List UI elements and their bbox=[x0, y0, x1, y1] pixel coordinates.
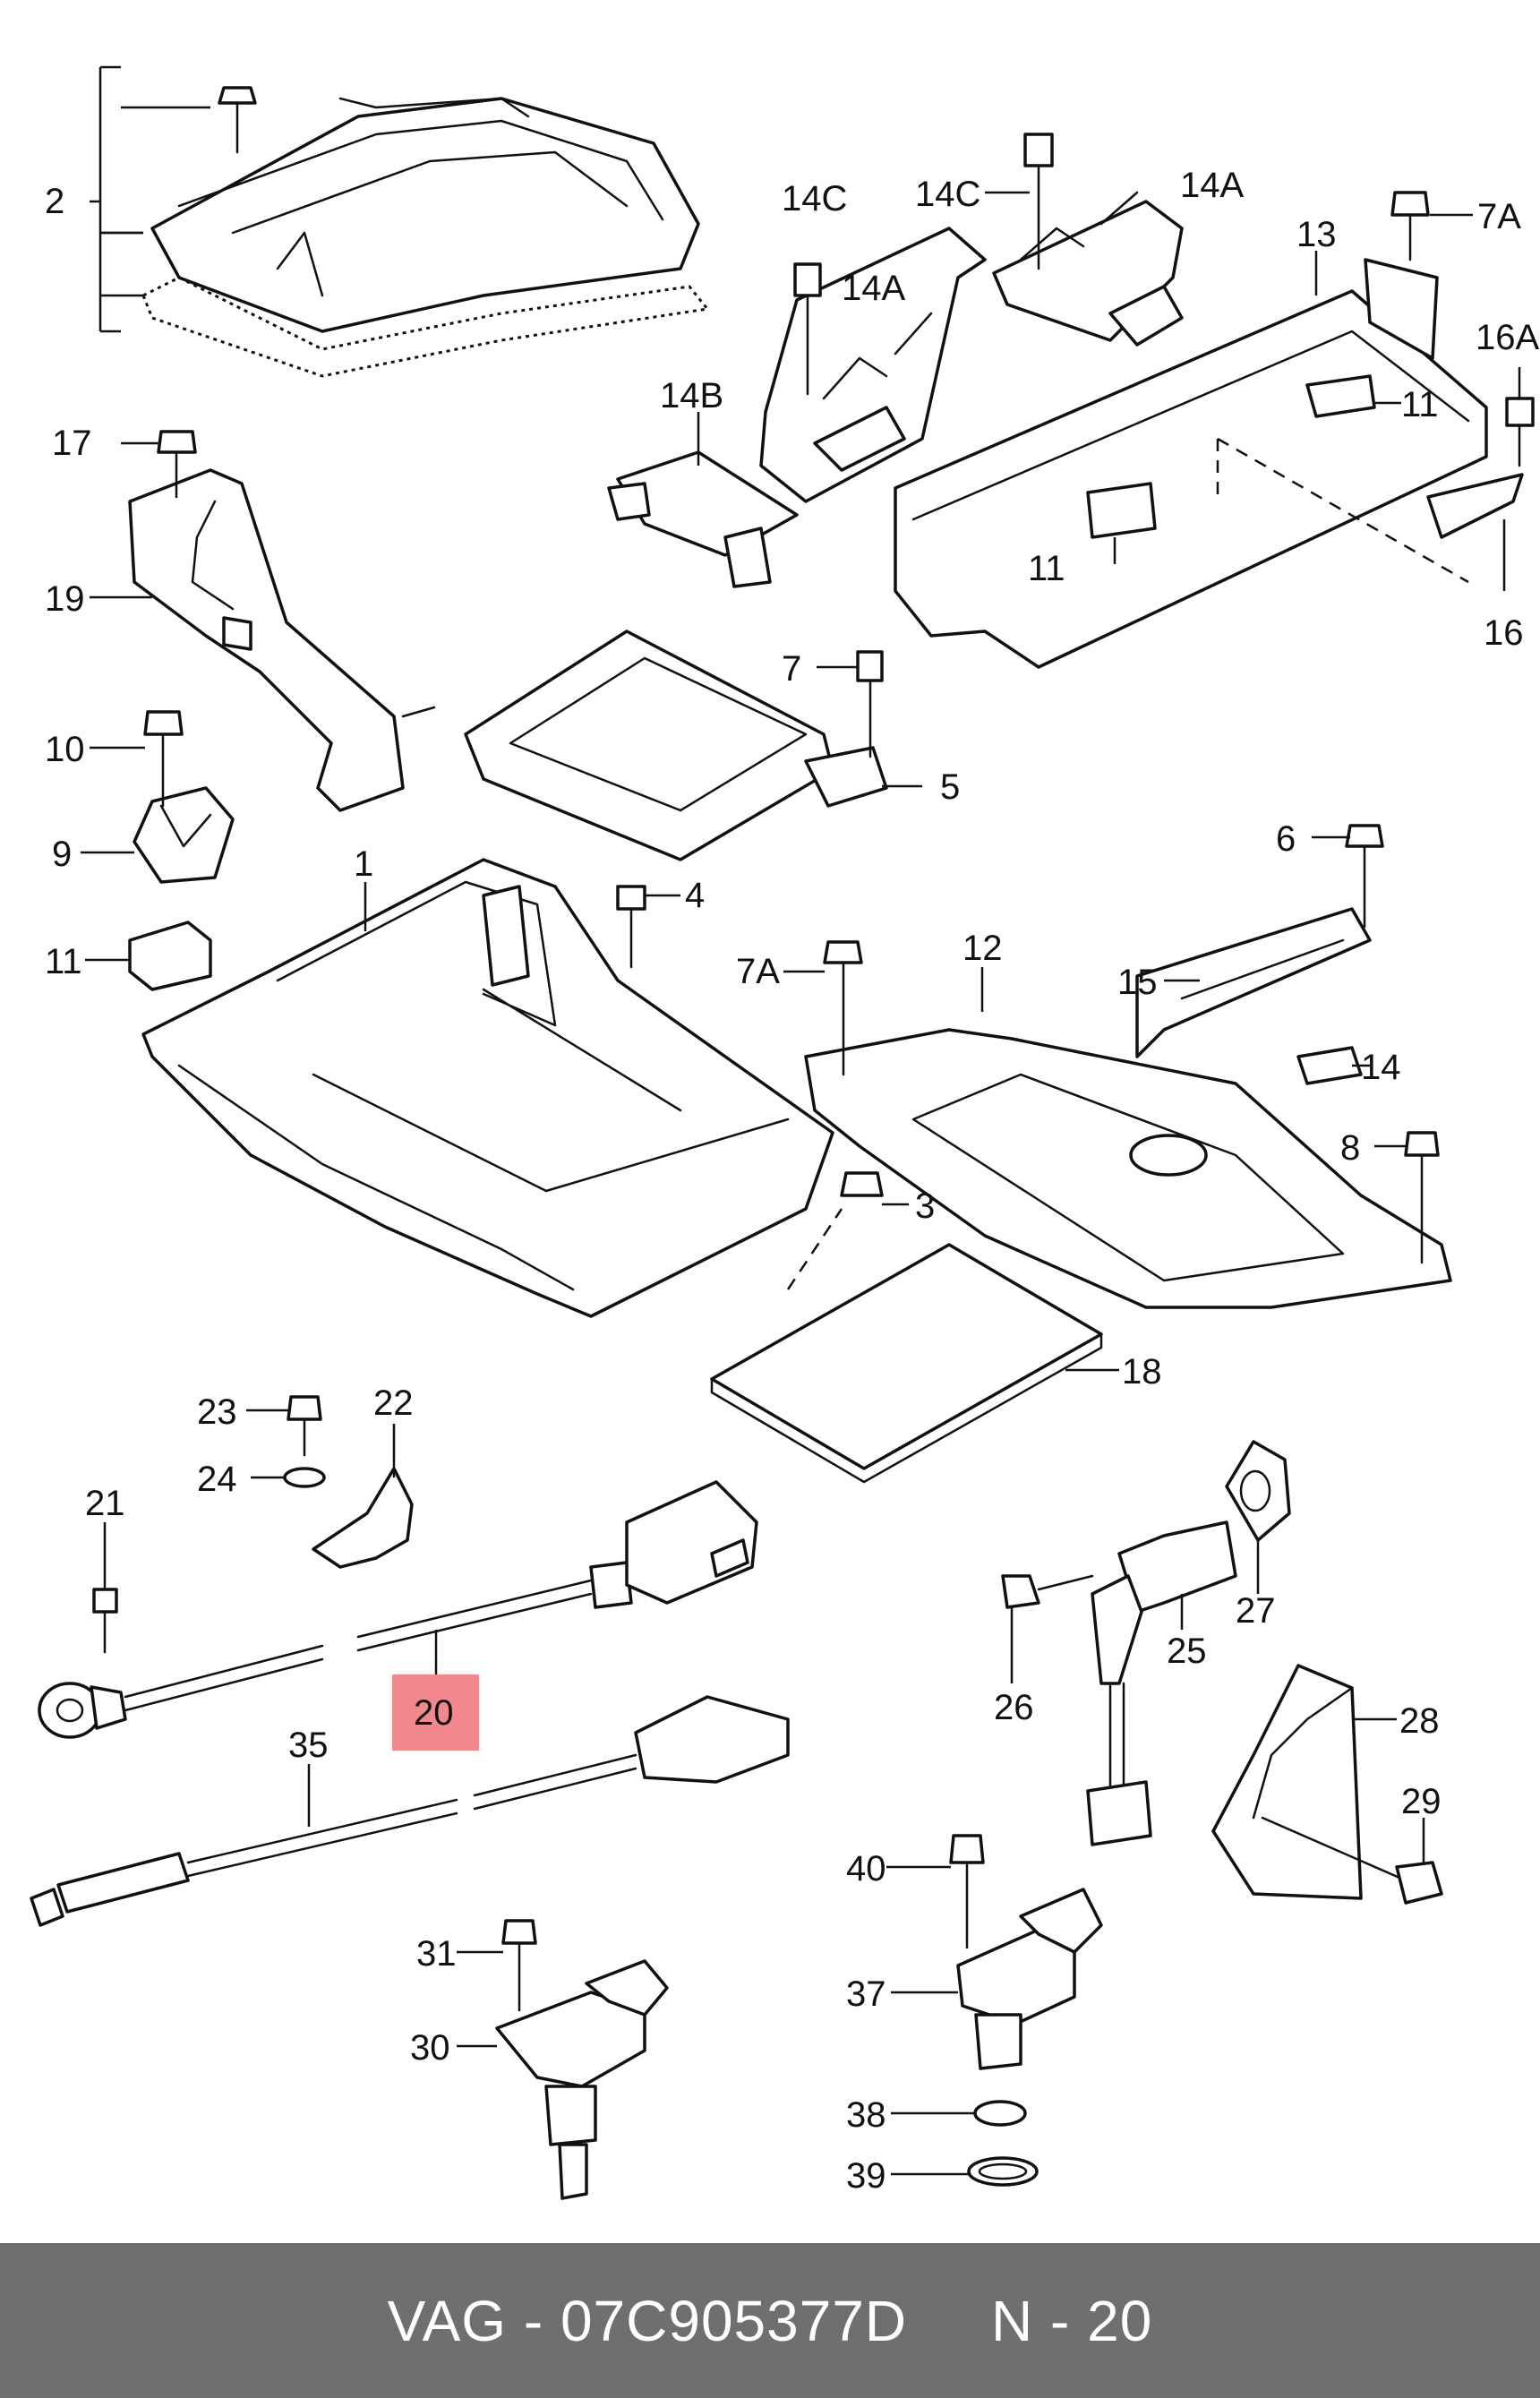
part-9-clip bbox=[81, 710, 235, 884]
label-7a-b: 7A bbox=[736, 952, 780, 991]
part-37-pressure-sensor bbox=[886, 1834, 1103, 2187]
label-8: 8 bbox=[1340, 1128, 1360, 1168]
bolts-top-right bbox=[1390, 191, 1535, 591]
part-18-pad bbox=[710, 1243, 1119, 1484]
label-24: 24 bbox=[197, 1460, 237, 1499]
label-17: 17 bbox=[52, 424, 92, 463]
label-22: 22 bbox=[373, 1383, 414, 1423]
label-14b: 14B bbox=[660, 376, 723, 415]
part-20-knock-sensor bbox=[38, 1480, 758, 1739]
label-7: 7 bbox=[782, 649, 801, 689]
label-27: 27 bbox=[1236, 1591, 1276, 1631]
part-11-block bbox=[85, 921, 212, 991]
label-11-c: 11 bbox=[45, 942, 82, 981]
part-12-tray bbox=[783, 824, 1452, 1309]
part-25-speed-sensor bbox=[1001, 1440, 1291, 1846]
label-14a-b: 14A bbox=[842, 269, 905, 308]
label-13: 13 bbox=[1296, 215, 1337, 254]
label-16a: 16A bbox=[1476, 318, 1539, 357]
part-22-bracket bbox=[246, 1395, 414, 1569]
label-29: 29 bbox=[1401, 1782, 1442, 1821]
label-12: 12 bbox=[962, 929, 1003, 968]
label-6: 6 bbox=[1276, 819, 1296, 859]
footer-part-reference: VAG - 07C905377D N - 20 bbox=[387, 2288, 1153, 2353]
part-30-sensor bbox=[457, 1919, 669, 2200]
label-2: 2 bbox=[45, 182, 64, 221]
part-13-bracket bbox=[894, 251, 1524, 669]
label-39: 39 bbox=[846, 2156, 886, 2196]
label-30: 30 bbox=[410, 2028, 450, 2068]
label-11-b: 11 bbox=[1028, 549, 1065, 588]
label-16: 16 bbox=[1484, 613, 1524, 653]
label-23: 23 bbox=[197, 1392, 237, 1432]
part-2-ecu-cover bbox=[90, 65, 710, 378]
part-1-housing bbox=[141, 858, 834, 1318]
parts-diagram: 2 14C 14C 14A 14A 13 7A 16A 11 11 16 14B… bbox=[30, 65, 1539, 2200]
label-10: 10 bbox=[45, 730, 85, 769]
label-38: 38 bbox=[846, 2095, 886, 2135]
label-31: 31 bbox=[416, 1934, 457, 1974]
label-20: 20 bbox=[414, 1693, 454, 1733]
label-25: 25 bbox=[1167, 1631, 1207, 1671]
label-35: 35 bbox=[288, 1726, 329, 1765]
part-14B-relay-plate bbox=[607, 412, 799, 588]
label-5: 5 bbox=[940, 767, 960, 807]
label-37: 37 bbox=[846, 1974, 886, 2014]
label-14: 14 bbox=[1361, 1048, 1401, 1087]
label-14c-b: 14C bbox=[915, 175, 980, 214]
part-35-lambda-probe bbox=[30, 1695, 790, 1927]
part-14-relays bbox=[759, 133, 1184, 503]
label-14c-a: 14C bbox=[782, 179, 847, 218]
label-7a-a: 7A bbox=[1477, 197, 1521, 236]
label-3: 3 bbox=[915, 1186, 935, 1226]
label-9: 9 bbox=[52, 835, 72, 874]
label-4: 4 bbox=[685, 876, 705, 915]
label-28: 28 bbox=[1399, 1701, 1440, 1741]
highlight-box-20 bbox=[392, 1674, 479, 1751]
label-11-a: 11 bbox=[1401, 385, 1439, 424]
label-15: 15 bbox=[1117, 963, 1158, 1002]
label-26: 26 bbox=[994, 1688, 1034, 1727]
footer-bar: VAG - 07C905377D N - 20 bbox=[0, 2243, 1540, 2398]
part-5-control-unit bbox=[464, 629, 922, 861]
label-21: 21 bbox=[85, 1484, 125, 1523]
part-28-heat-shield bbox=[1211, 1664, 1443, 1905]
label-18: 18 bbox=[1122, 1352, 1162, 1392]
callout-labels: 2 14C 14C 14A 14A 13 7A 16A 11 11 16 14B… bbox=[45, 166, 1539, 2196]
label-19: 19 bbox=[45, 579, 85, 619]
part-19-holder bbox=[90, 430, 436, 812]
label-40: 40 bbox=[846, 1849, 886, 1888]
label-1: 1 bbox=[354, 844, 373, 884]
label-14a-a: 14A bbox=[1180, 166, 1244, 205]
